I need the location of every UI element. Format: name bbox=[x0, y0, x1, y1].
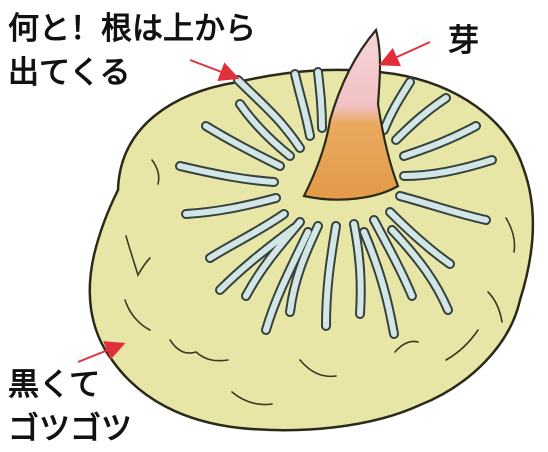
surface-label-line2: ゴツゴツ bbox=[8, 414, 132, 445]
roots-label-line1: 何と！根は上から bbox=[8, 14, 256, 45]
roots-arrow bbox=[190, 60, 232, 76]
bud-label: 芽 bbox=[448, 26, 479, 57]
surface-label-line1: 黒くて bbox=[8, 370, 100, 401]
roots-label-line2: 出てくる bbox=[8, 58, 130, 89]
bud-arrow bbox=[386, 42, 430, 62]
